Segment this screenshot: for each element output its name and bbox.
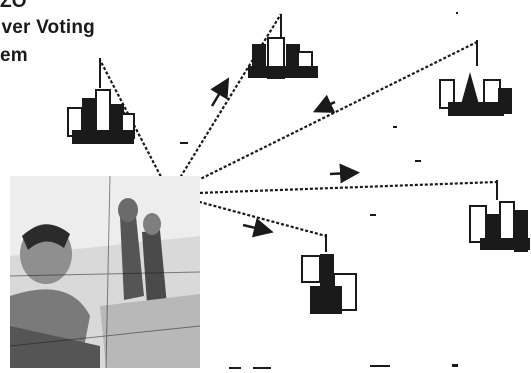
- building-cluster-top-center: [248, 14, 318, 79]
- building-cluster-bottom-center: [301, 234, 357, 314]
- arrow-left-from-top-right: [312, 94, 336, 113]
- title-line-1: ZO: [0, 0, 27, 12]
- arrow-up-to-top-center: [210, 77, 230, 107]
- arrow-right-to-right: [329, 163, 360, 184]
- building-cluster-left: [67, 58, 135, 144]
- title-line-2: iver Voting: [0, 17, 95, 38]
- link-top-right: [169, 41, 478, 195]
- arrow-right-to-bottom-center: [242, 217, 274, 238]
- building-cluster-top-right: [439, 40, 512, 116]
- person-voting-photo: [10, 176, 200, 368]
- building-cluster-right: [469, 180, 530, 252]
- scan-specks: [180, 12, 458, 369]
- link-right: [169, 180, 498, 196]
- title-line-3: em: [0, 45, 28, 66]
